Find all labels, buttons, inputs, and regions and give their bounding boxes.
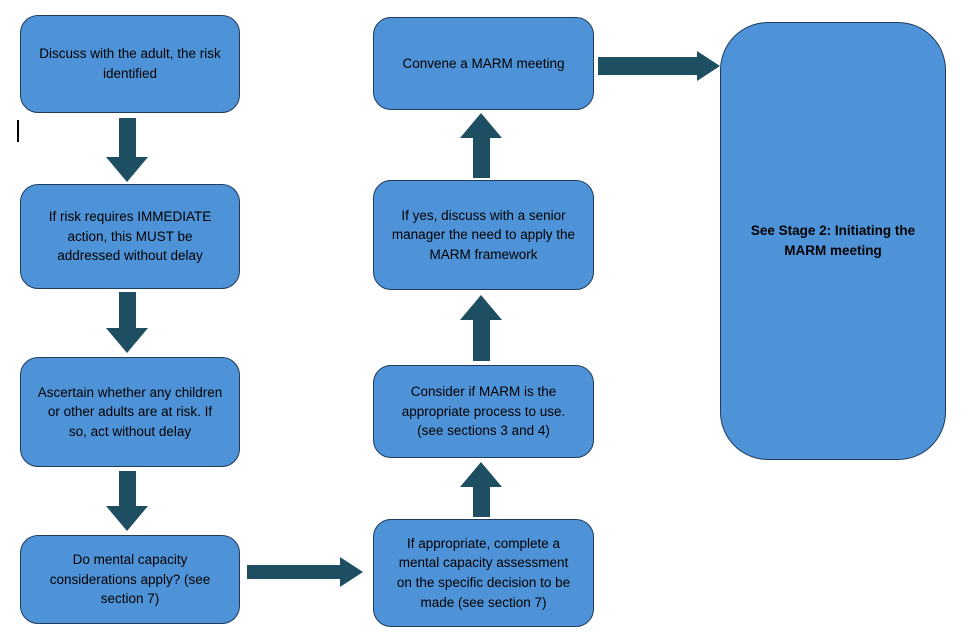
arrow-shaft [247,565,340,579]
node-discuss-senior-manager: If yes, discuss with a senior manager th… [373,180,594,290]
node-text: If yes, discuss with a senior manager th… [391,207,576,262]
arrow-right-icon [598,51,720,81]
arrow-head [106,157,148,182]
node-stage2-initiating-marm: See Stage 2: Initiating the MARM meeting [720,22,946,460]
arrow-down-icon [106,292,148,353]
arrow-head [106,506,148,531]
arrow-shaft [118,292,136,328]
arrow-down-icon [106,471,148,531]
node-text: Discuss with the adult, the risk identif… [39,46,221,81]
node-mental-capacity-question: Do mental capacity considerations apply?… [20,535,240,624]
node-immediate-action: If risk requires IMMEDIATE action, this … [20,184,240,289]
arrow-shaft [118,118,136,157]
node-convene-marm-meeting: Convene a MARM meeting [373,17,594,110]
node-discuss-with-adult: Discuss with the adult, the risk identif… [20,15,240,113]
arrow-head [460,113,502,138]
node-text: Do mental capacity considerations apply?… [49,552,211,607]
node-text: See Stage 2: Initiating the MARM meeting [750,223,916,258]
node-text: Convene a MARM meeting [402,55,565,71]
node-text: If appropriate, complete a mental capaci… [396,535,571,610]
arrow-head [697,51,720,81]
arrow-up-icon [460,462,502,517]
arrow-down-icon [106,118,148,182]
node-text: Ascertain whether any children or other … [37,384,223,439]
arrow-shaft [472,320,490,361]
node-text: If risk requires IMMEDIATE action, this … [48,209,212,264]
arrow-head [106,328,148,353]
arrow-head [460,462,502,487]
node-capacity-assessment: If appropriate, complete a mental capaci… [373,519,594,627]
arrow-up-icon [460,113,502,178]
arrow-up-icon [460,295,502,361]
arrow-shaft [472,138,490,178]
node-consider-marm-process: Consider if MARM is the appropriate proc… [373,365,594,458]
arrow-shaft [118,471,136,506]
arrow-head [340,557,363,587]
node-ascertain-children-adults: Ascertain whether any children or other … [20,357,240,467]
arrow-right-icon [247,557,363,587]
text-cursor-artifact [17,120,19,142]
arrow-shaft [472,487,490,517]
arrow-shaft [598,57,697,75]
arrow-head [460,295,502,320]
node-text: Consider if MARM is the appropriate proc… [401,384,566,439]
